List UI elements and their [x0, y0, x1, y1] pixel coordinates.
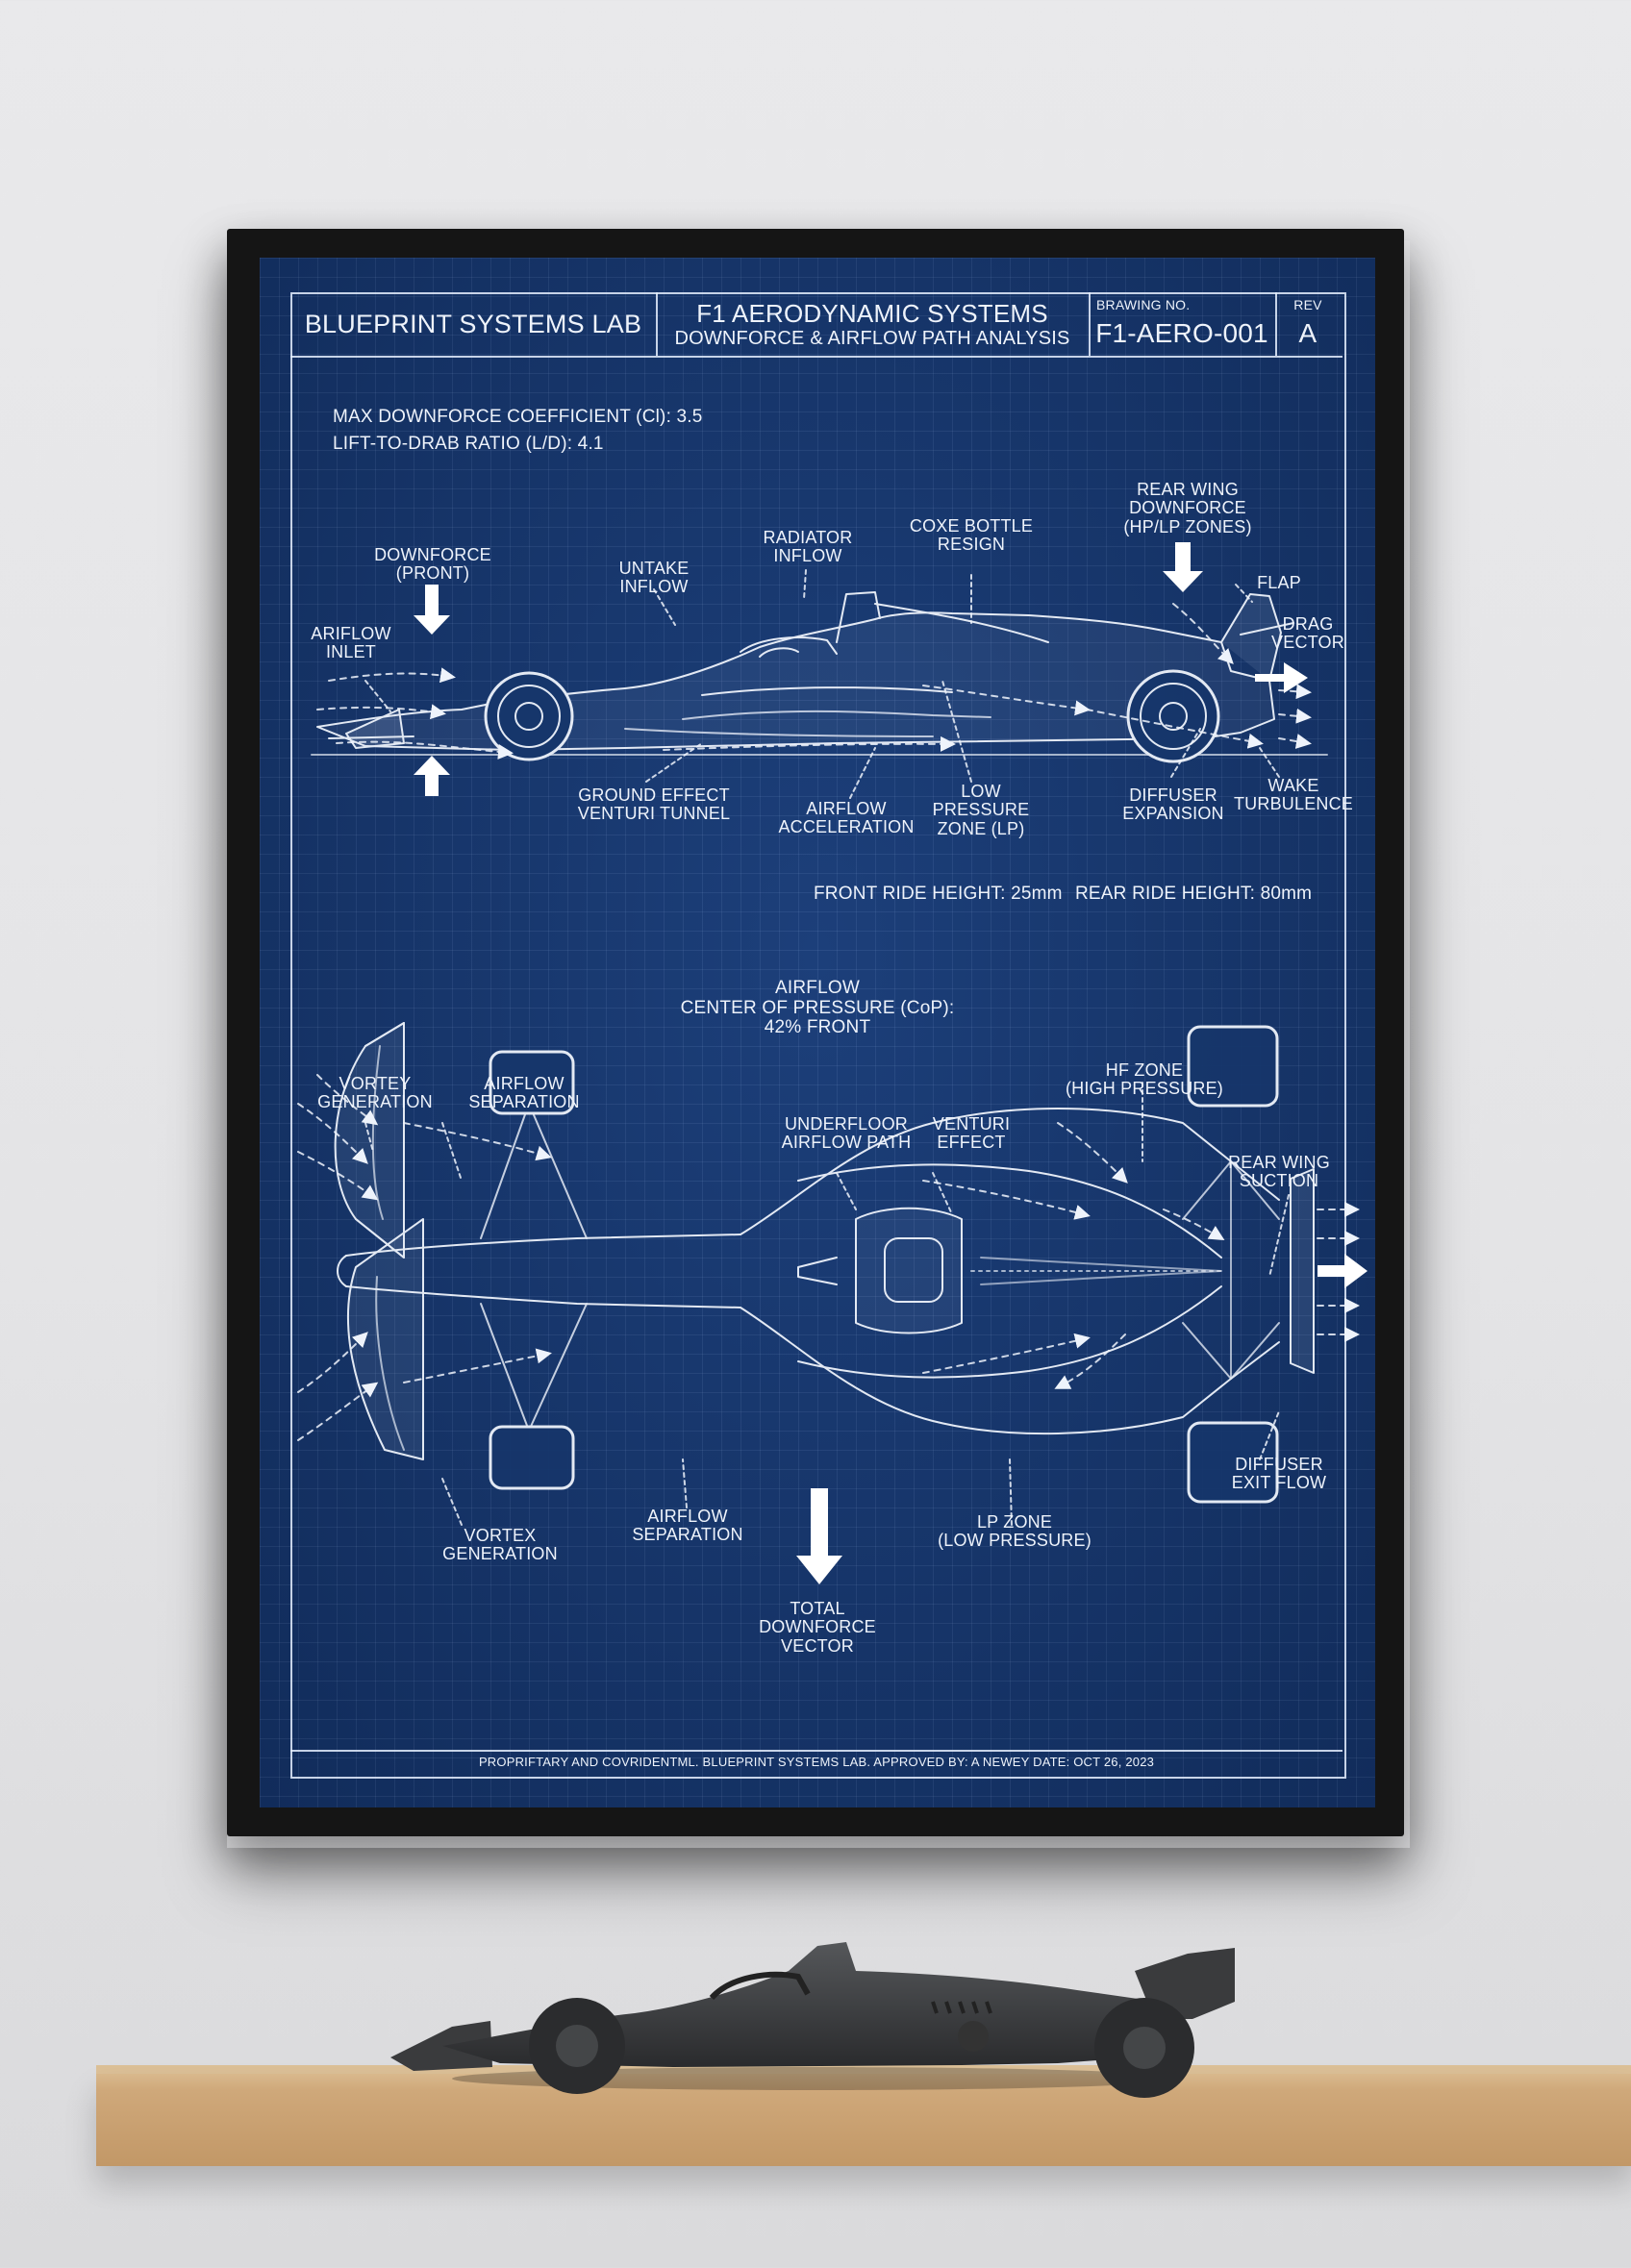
label-low-pressure-zone: LOW PRESSURE ZONE (LP): [932, 782, 1030, 838]
drawing-border: [290, 292, 1346, 1779]
top-leader-lines: [364, 1082, 1290, 1526]
drawing-no-label: BRAWING NO.: [1096, 297, 1191, 312]
label-underfloor-path: UNDERFLOOR AIRFLOW PATH: [781, 1114, 912, 1153]
rev-value: A: [1298, 318, 1317, 348]
label-lp-zone: LP ZONE (LOW PRESSURE): [938, 1512, 1092, 1551]
label-diffuser-expansion: DIFFUSER EXPANSION: [1122, 785, 1224, 824]
label-diffuser-exit: DIFFUSER EXIT FLOW: [1231, 1455, 1327, 1493]
spec-downforce: MAX DOWNFORCE COEFFICIENT (Cl): 3.5: [333, 407, 703, 427]
label-ground-effect: GROUND EFFECT VENTURI TUNNEL: [577, 785, 731, 824]
side-view-car: [311, 591, 1328, 763]
label-cop: AIRFLOW CENTER OF PRESSURE (CoP): 42% FR…: [680, 978, 955, 1038]
label-downforce-front: DOWNFORCE (PRONT): [374, 545, 491, 584]
drawing-no: F1-AERO-001: [1095, 318, 1268, 348]
label-radiator-inflow: RADIATOR INFLOW: [763, 528, 853, 566]
label-rear-wing-downforce: REAR WING DOWNFORCE (HP/LP ZONES): [1123, 480, 1252, 536]
drawing-no-cell: BRAWING NO. F1-AERO-001: [1089, 292, 1277, 356]
side-leader-lines: [364, 569, 1280, 799]
label-hp-zone: HF ZONE (HIGH PRESSURE): [1065, 1060, 1223, 1099]
label-rear-wing-suction: REAR WING SUCTION: [1228, 1153, 1330, 1191]
rev-cell: REV A: [1275, 292, 1341, 356]
label-total-downforce: TOTAL DOWNFORCE VECTOR: [759, 1599, 876, 1656]
rear-ride-height: REAR RIDE HEIGHT: 80mm: [1075, 884, 1313, 904]
wooden-shelf: [96, 2074, 1631, 2166]
label-venturi-effect: VENTURI EFFECT: [932, 1114, 1011, 1153]
poster-subtitle: DOWNFORCE & AIRFLOW PATH ANALYSIS: [674, 328, 1070, 349]
lab-name: BLUEPRINT SYSTEMS LAB: [304, 310, 642, 338]
label-vortex-generation-bottom: VORTEX GENERATION: [442, 1526, 558, 1564]
label-drag-vector: DRAG VECTOR: [1271, 614, 1344, 653]
model-f1-car: [390, 1942, 1235, 2098]
label-airflow-separation-top: AIRFLOW SEPARATION: [468, 1074, 580, 1112]
blueprint-poster: BLUEPRINT SYSTEMS LAB F1 AERODYNAMIC SYS…: [260, 258, 1375, 1807]
label-flap: FLAP: [1257, 573, 1301, 592]
lab-cell: BLUEPRINT SYSTEMS LAB: [290, 292, 658, 356]
top-airflow-lines: [297, 1074, 1360, 1441]
poster-title: F1 AERODYNAMIC SYSTEMS: [696, 299, 1048, 328]
footer-rule: [290, 1750, 1342, 1752]
footer-text: PROPRIFTARY AND COVRIDENTML. BLUEPRINT S…: [478, 1755, 1155, 1769]
side-airflow-lines: [316, 603, 1312, 760]
aero-diagram: [297, 542, 1368, 1584]
front-ride-height: FRONT RIDE HEIGHT: 25mm: [814, 884, 1063, 904]
label-vortex-generation-top: VORTEY GENERATION: [317, 1074, 433, 1112]
spec-ld-ratio: LIFT-TO-DRAB RATIO (L/D): 4.1: [333, 434, 604, 454]
label-airflow-acceleration: AIRFLOW ACCELERATION: [778, 799, 915, 837]
label-wake-turbulence: WAKE TURBULENCE: [1233, 776, 1354, 814]
label-airflow-separation-bottom: AIRFLOW SEPARATION: [632, 1507, 743, 1545]
label-airflow-inlet: ARIFLOW INLET: [311, 624, 391, 662]
label-coke-bottle: COXE BOTTLE RESIGN: [909, 516, 1034, 555]
label-intake-inflow: UNTAKE INFLOW: [618, 559, 690, 597]
top-solid-arrows: [796, 1254, 1368, 1584]
downforce-arrows: [414, 542, 1308, 796]
rev-label: REV: [1293, 297, 1322, 312]
title-cell: F1 AERODYNAMIC SYSTEMS DOWNFORCE & AIRFL…: [656, 292, 1091, 356]
title-block: BLUEPRINT SYSTEMS LAB F1 AERODYNAMIC SYS…: [290, 292, 1342, 358]
